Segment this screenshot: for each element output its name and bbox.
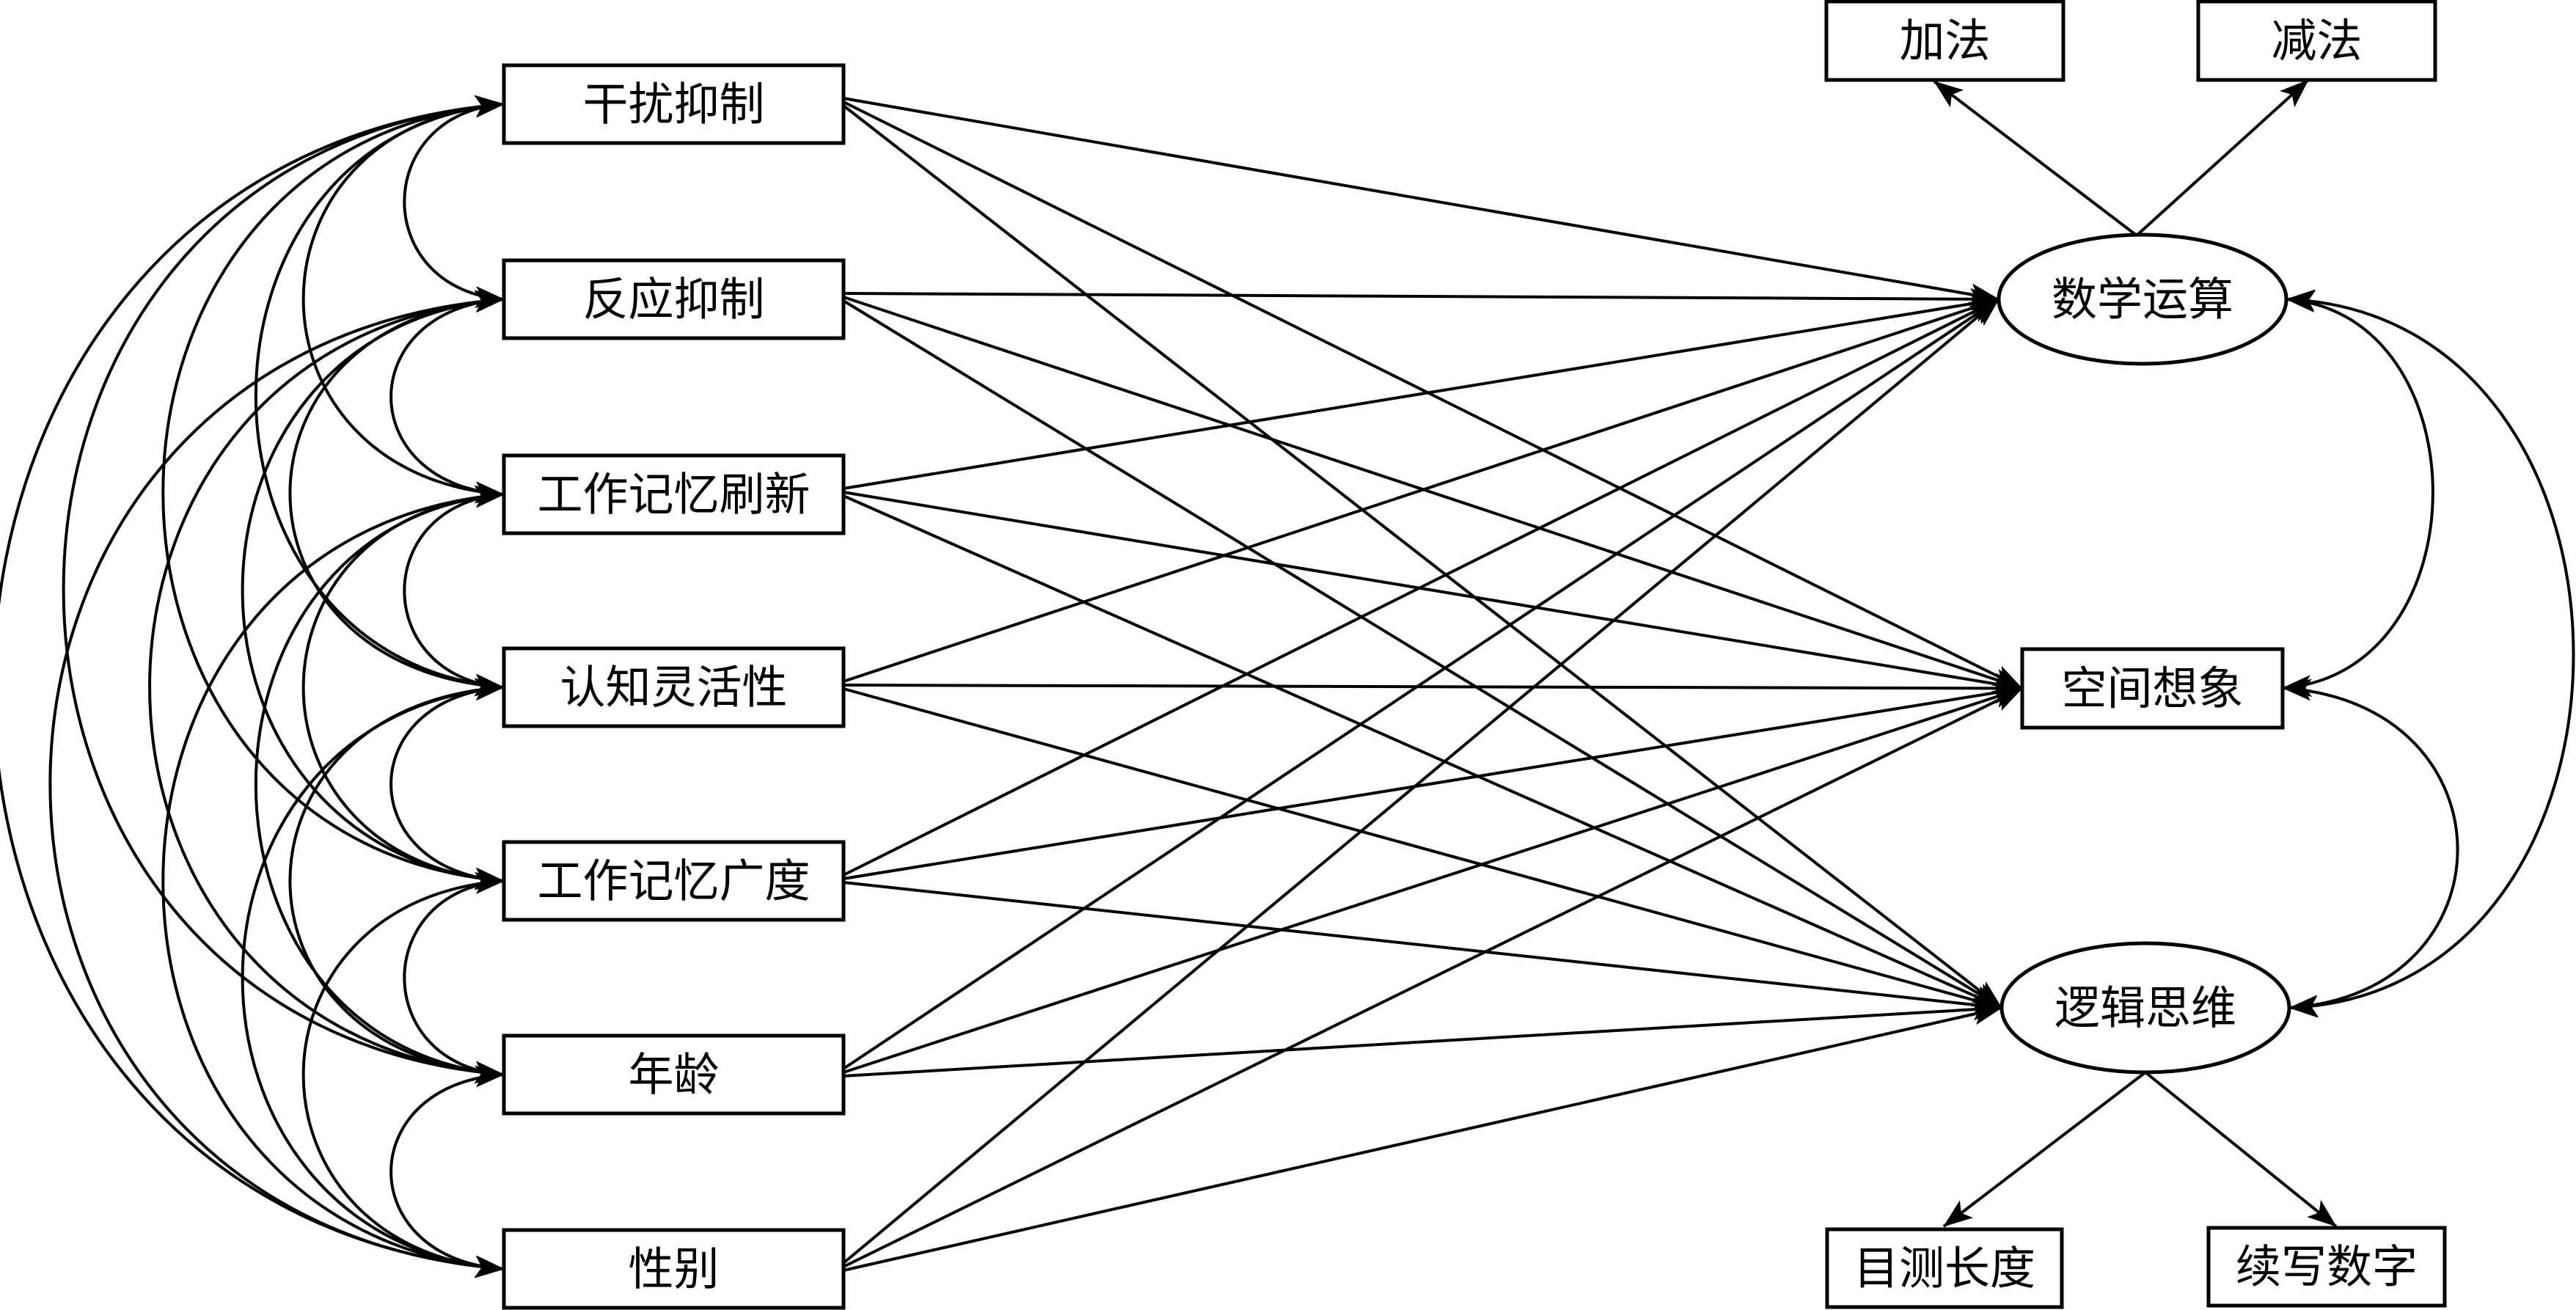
- predictor-node-response_inhibition: [502, 258, 846, 340]
- predictor-box: [502, 646, 846, 728]
- indicator-box: [1825, 1227, 2064, 1309]
- path-cognitive_flexibility-to-logical_thinking: [843, 687, 2002, 1011]
- indicator-label: 目测长度: [1854, 1242, 2035, 1295]
- indicator-node-subtraction: [2196, 0, 2437, 82]
- path-gender-to-logical_thinking: [843, 1003, 2002, 1272]
- loading-to-subtraction: [2135, 78, 2310, 237]
- predictor-node-interference_inhibition: [502, 63, 846, 145]
- covariance-wm_updating-age: [255, 486, 505, 1083]
- covariance-interference_inhibition-wm_span: [161, 95, 505, 890]
- indicator-node-addition: [1824, 0, 2065, 82]
- predictor-label: 性别: [628, 1243, 719, 1296]
- covariance-wm_updating-cognitive_flexibility: [403, 485, 505, 697]
- path-gender-to-spatial_imagination: [843, 687, 2023, 1268]
- outcome-node-logical_thinking: [1999, 941, 2291, 1075]
- predictor-label: 工作记忆广度: [537, 855, 810, 908]
- path-age-to-math_operation: [842, 298, 2000, 1070]
- path-wm_span-to-logical_thinking: [843, 881, 2002, 1016]
- path-wm_updating-to-logical_thinking: [843, 494, 2002, 1009]
- loading-to-number_continuation: [2144, 1071, 2338, 1228]
- covariance-interference_inhibition-cognitive_flexibility: [255, 95, 505, 696]
- predictor-node-wm_updating: [502, 453, 846, 535]
- indicator-label: 加法: [1899, 14, 1990, 67]
- path-interference_inhibition-to-math_operation: [843, 97, 1999, 306]
- indicator-box: [1824, 0, 2065, 82]
- covariance-wm_span-age: [403, 871, 505, 1084]
- covariance-wm_updating-wm_span: [301, 485, 505, 890]
- predictor-label: 干扰抑制: [582, 78, 764, 131]
- path-gender-to-math_operation: [842, 298, 2000, 1265]
- latent-ellipse: [1999, 941, 2291, 1075]
- predictor-node-age: [502, 1033, 846, 1116]
- covariance-response_inhibition-gender: [48, 290, 505, 1278]
- path-cognitive_flexibility-to-spatial_imagination: [843, 677, 2023, 700]
- path-interference_inhibition-to-spatial_imagination: [843, 100, 2023, 690]
- indicator-node-number_continuation: [2206, 1226, 2447, 1308]
- covariance-response_inhibition-wm_updating: [389, 290, 505, 504]
- covariance-cognitive_flexibility-wm_span: [389, 678, 505, 890]
- covariance-response_inhibition-age: [148, 290, 505, 1083]
- edges-layer: [0, 78, 2575, 1278]
- covariance-math_operation-logical_thinking: [2286, 289, 2575, 1018]
- path-wm_span-to-math_operation: [843, 298, 1999, 877]
- covariance-wm_updating-gender: [161, 486, 505, 1278]
- path-wm_updating-to-spatial_imagination: [843, 491, 2023, 695]
- covariance-wm_span-gender: [301, 871, 505, 1278]
- covariance-math_operation-spatial_imagination: [2282, 290, 2434, 698]
- predictor-box: [502, 1228, 846, 1310]
- indicator-label: 减法: [2271, 14, 2362, 67]
- outcome-label: 空间想象: [2061, 662, 2243, 715]
- predictor-box: [502, 63, 846, 145]
- observed-box: [2020, 647, 2285, 730]
- outcome-label: 逻辑思维: [2054, 981, 2236, 1035]
- predictor-label: 认知灵活性: [560, 661, 787, 714]
- path-interference_inhibition-to-logical_thinking: [842, 104, 2003, 1009]
- latent-ellipse: [1997, 233, 2288, 366]
- predictor-box: [502, 258, 846, 340]
- predictor-node-gender: [502, 1228, 846, 1310]
- loading-to-visual_length: [1942, 1071, 2147, 1228]
- path-cognitive_flexibility-to-math_operation: [843, 298, 1999, 683]
- covariance-interference_inhibition-gender: [0, 95, 505, 1278]
- covariance-interference_inhibition-age: [62, 95, 505, 1083]
- path-response_inhibition-to-spatial_imagination: [843, 296, 2023, 690]
- path-wm_span-to-spatial_imagination: [843, 681, 2023, 880]
- covariance-response_inhibition-wm_span: [241, 290, 505, 890]
- covariance-cognitive_flexibility-gender: [241, 678, 505, 1278]
- covariance-age-gender: [389, 1065, 505, 1278]
- predictor-box: [502, 1033, 846, 1116]
- predictor-node-wm_span: [502, 840, 846, 922]
- covariance-interference_inhibition-response_inhibition: [403, 95, 505, 309]
- outcome-node-math_operation: [1997, 233, 2288, 366]
- indicator-label: 续写数字: [2236, 1240, 2418, 1294]
- outcome-node-spatial_imagination: [2020, 647, 2285, 730]
- predictor-node-cognitive_flexibility: [502, 646, 846, 728]
- indicator-node-visual_length: [1825, 1227, 2064, 1309]
- indicator-box: [2196, 0, 2437, 82]
- path-age-to-logical_thinking: [843, 998, 2002, 1077]
- path-wm_updating-to-math_operation: [843, 293, 1999, 490]
- predictor-label: 反应抑制: [582, 273, 764, 326]
- path-response_inhibition-to-logical_thinking: [842, 299, 2003, 1009]
- path-age-to-spatial_imagination: [843, 687, 2023, 1074]
- predictor-box: [502, 453, 846, 535]
- outcome-label: 数学运算: [2052, 273, 2233, 326]
- loading-to-addition: [1933, 80, 2138, 237]
- path-response_inhibition-to-math_operation: [843, 288, 1999, 310]
- predictor-box: [502, 840, 846, 922]
- predictor-label: 年龄: [628, 1048, 719, 1102]
- covariance-spatial_imagination-logical_thinking: [2282, 678, 2459, 1017]
- indicator-box: [2206, 1226, 2447, 1308]
- predictor-label: 工作记忆刷新: [537, 468, 810, 522]
- covariance-interference_inhibition-wm_updating: [301, 95, 505, 504]
